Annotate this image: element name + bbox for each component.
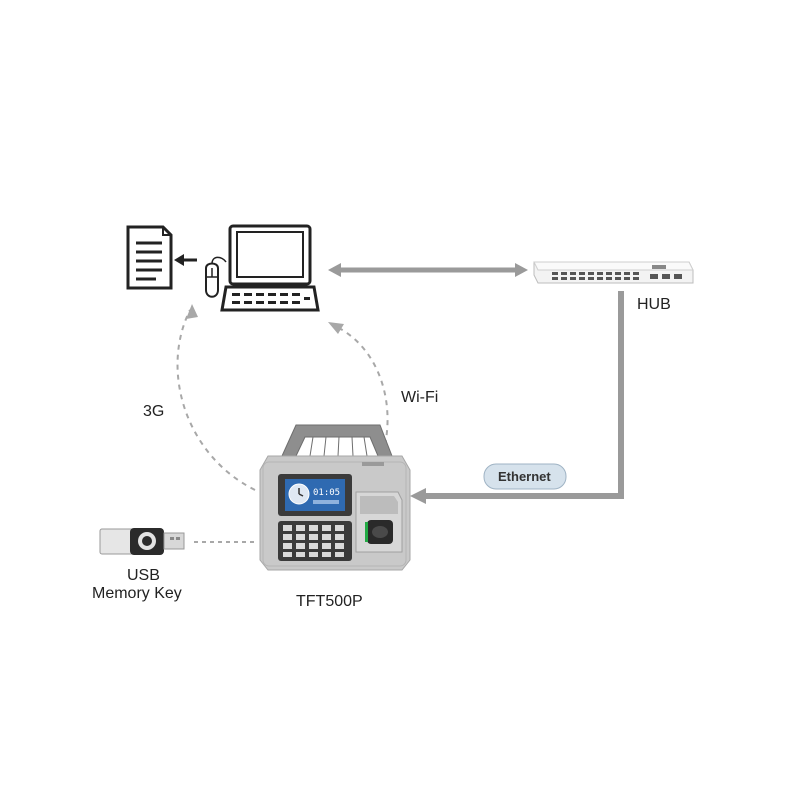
3g-link bbox=[176, 304, 256, 491]
document-icon bbox=[126, 225, 173, 290]
tft500p-device: 01:05 bbox=[259, 424, 411, 571]
computer-hub-link bbox=[328, 263, 528, 277]
ethernet-label: Ethernet bbox=[498, 469, 551, 484]
hub-label: HUB bbox=[637, 296, 671, 313]
computer-icon bbox=[220, 224, 320, 312]
usb-memory-key-icon bbox=[99, 528, 185, 555]
device-label: TFT500P bbox=[296, 593, 363, 610]
usb-label-line2: Memory Key bbox=[92, 585, 182, 602]
wifi-label: Wi-Fi bbox=[401, 389, 438, 406]
mouse-icon bbox=[205, 256, 227, 298]
output-arrow-icon bbox=[174, 254, 197, 266]
wifi-link bbox=[328, 322, 389, 446]
3g-label: 3G bbox=[143, 403, 164, 420]
hub-switch-icon bbox=[533, 261, 694, 284]
ethernet-badge: Ethernet bbox=[483, 463, 567, 490]
ethernet-link bbox=[410, 291, 624, 504]
device-screen-time: 01:05 bbox=[313, 488, 340, 498]
usb-label-line1: USB bbox=[127, 567, 160, 584]
